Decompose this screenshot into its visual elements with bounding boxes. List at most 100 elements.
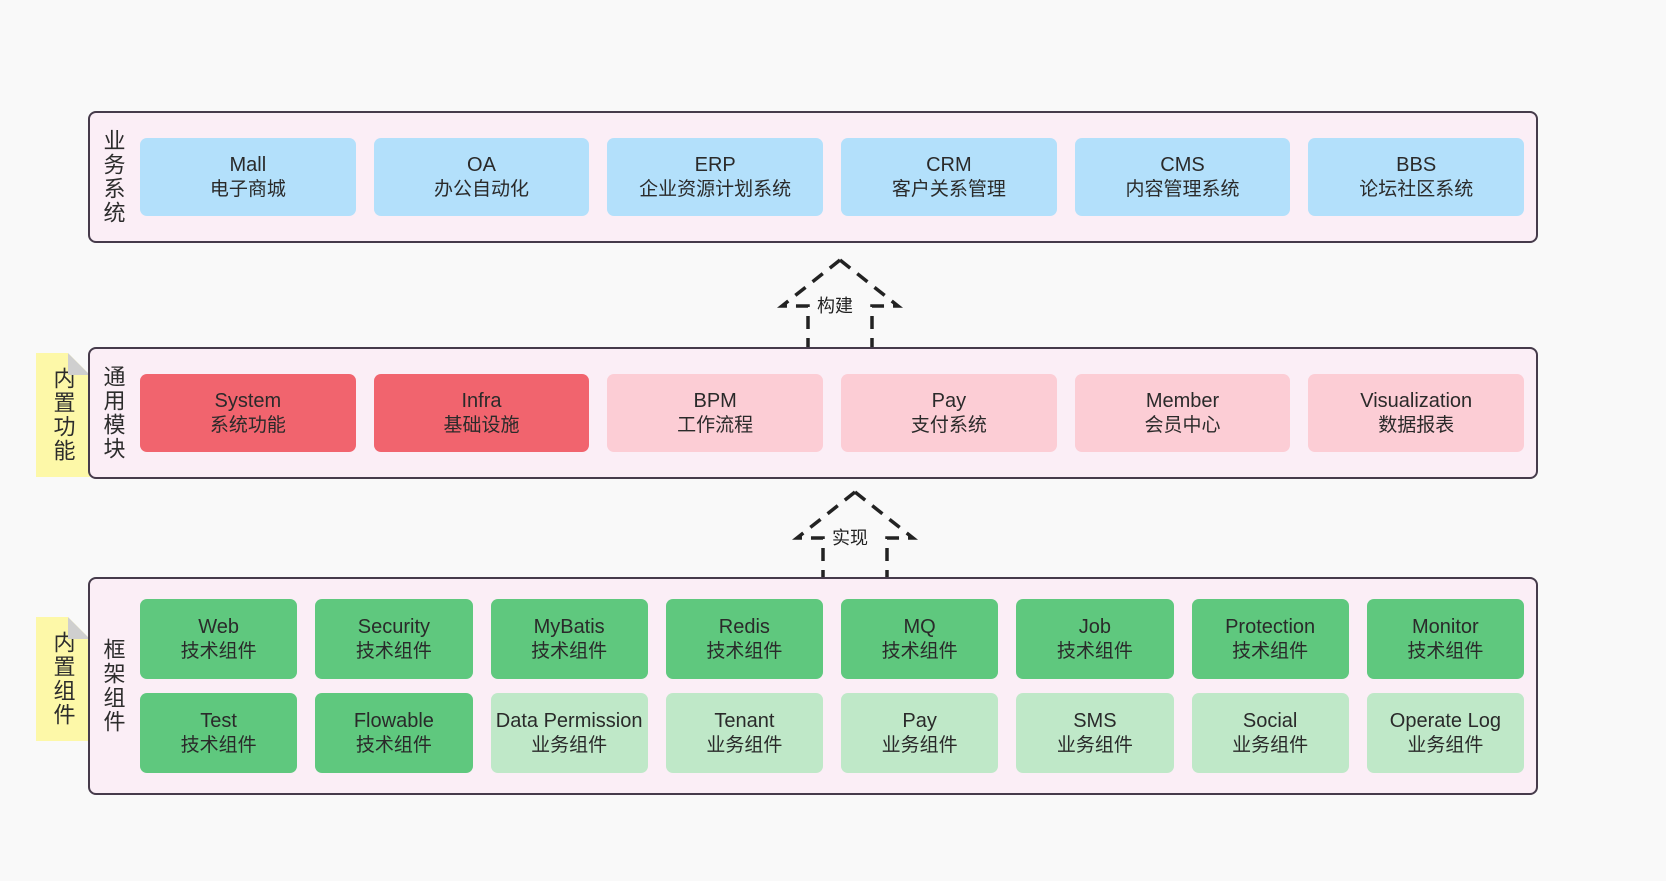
node-title: Flowable — [353, 710, 434, 733]
node-member[interactable]: Member 会员中心 — [1074, 374, 1291, 452]
node-title: CRM — [926, 154, 972, 177]
connector-implement: 实现 — [765, 488, 945, 580]
node-job[interactable]: Job 技术组件 — [1016, 599, 1174, 679]
node-subtitle: 客户关系管理 — [891, 178, 1006, 200]
node-infra[interactable]: Infra 基础设施 — [373, 374, 590, 452]
layer-body-business: Mall 电子商城 OA 办公自动化 ERP 企业资源计划系统 CRM 客户关系… — [136, 113, 1536, 241]
connector-build: 构建 — [750, 256, 930, 348]
node-title: System — [214, 390, 282, 413]
node-crm[interactable]: CRM 客户关系管理 — [841, 138, 1057, 216]
node-data-permission[interactable]: Data Permission 业务组件 — [490, 693, 648, 773]
node-subtitle: 业务组件 — [881, 734, 958, 756]
node-title: BBS — [1396, 154, 1437, 177]
node-subtitle: 办公自动化 — [434, 178, 530, 200]
note-fold-icon — [68, 617, 90, 639]
node-web[interactable]: Web 技术组件 — [140, 599, 298, 679]
node-title: Redis — [718, 616, 770, 639]
node-subtitle: 业务组件 — [1056, 734, 1133, 756]
layer-label-framework: 框架组件 — [100, 638, 126, 734]
node-subtitle: 技术组件 — [881, 640, 958, 662]
node-redis[interactable]: Redis 技术组件 — [665, 599, 823, 679]
connector-label-implement: 实现 — [830, 524, 870, 550]
node-title: SMS — [1073, 710, 1117, 733]
node-flowable[interactable]: Flowable 技术组件 — [315, 693, 473, 773]
node-tenant[interactable]: Tenant 业务组件 — [665, 693, 823, 773]
node-protection[interactable]: Protection 技术组件 — [1191, 599, 1349, 679]
node-mq[interactable]: MQ 技术组件 — [841, 599, 999, 679]
node-title: Test — [200, 710, 237, 733]
connector-label-build: 构建 — [815, 292, 855, 318]
node-sms[interactable]: SMS 业务组件 — [1016, 693, 1174, 773]
node-title: Pay — [902, 710, 937, 733]
node-title: Operate Log — [1389, 710, 1501, 733]
node-subtitle: 支付系统 — [910, 414, 987, 436]
node-subtitle: 基础设施 — [443, 414, 520, 436]
node-title: Protection — [1225, 616, 1316, 639]
layer-label-common: 通用模块 — [100, 365, 126, 461]
node-subtitle: 技术组件 — [180, 640, 257, 662]
layer-body-framework: Web 技术组件 Security 技术组件 MyBatis 技术组件 Redi… — [136, 579, 1536, 793]
note-label: 内置组件 — [50, 631, 76, 727]
node-title: MQ — [903, 616, 936, 639]
node-pay[interactable]: Pay 支付系统 — [841, 374, 1057, 452]
layer-framework-components: 框架组件 Web 技术组件 Security 技术组件 MyBatis 技术组件… — [88, 577, 1538, 795]
node-subtitle: 企业资源计划系统 — [639, 178, 792, 200]
node-title: CMS — [1160, 154, 1205, 177]
node-title: Mall — [229, 154, 267, 177]
node-visualization[interactable]: Visualization 数据报表 — [1308, 374, 1525, 452]
node-monitor[interactable]: Monitor 技术组件 — [1366, 599, 1524, 679]
layer-row: Web 技术组件 Security 技术组件 MyBatis 技术组件 Redi… — [140, 599, 1524, 679]
node-subtitle: 内容管理系统 — [1125, 178, 1240, 200]
node-security[interactable]: Security 技术组件 — [315, 599, 473, 679]
node-erp[interactable]: ERP 企业资源计划系统 — [607, 138, 824, 216]
node-system[interactable]: System 系统功能 — [140, 374, 356, 452]
layer-row: Test 技术组件 Flowable 技术组件 Data Permission … — [140, 693, 1524, 773]
node-title: Data Permission — [495, 710, 643, 733]
node-oa[interactable]: OA 办公自动化 — [373, 138, 590, 216]
node-cms[interactable]: CMS 内容管理系统 — [1074, 138, 1291, 216]
node-title: Job — [1078, 616, 1111, 639]
layer-body-common: System 系统功能 Infra 基础设施 BPM 工作流程 Pay 支付系统… — [136, 349, 1536, 477]
node-title: Social — [1242, 710, 1298, 733]
node-title: Member — [1145, 390, 1220, 413]
layer-label-business: 业务系统 — [100, 129, 126, 225]
node-title: Tenant — [714, 710, 775, 733]
node-subtitle: 电子商城 — [209, 178, 286, 200]
node-title: Web — [198, 616, 239, 639]
node-title: BPM — [693, 390, 737, 413]
node-subtitle: 业务组件 — [1232, 734, 1309, 756]
node-title: Monitor — [1412, 616, 1479, 639]
node-social[interactable]: Social 业务组件 — [1191, 693, 1349, 773]
node-test[interactable]: Test 技术组件 — [140, 693, 298, 773]
node-mall[interactable]: Mall 电子商城 — [140, 138, 356, 216]
node-bbs[interactable]: BBS 论坛社区系统 — [1308, 138, 1525, 216]
node-subtitle: 技术组件 — [1232, 640, 1309, 662]
node-subtitle: 技术组件 — [1056, 640, 1133, 662]
layer-row: System 系统功能 Infra 基础设施 BPM 工作流程 Pay 支付系统… — [140, 374, 1525, 452]
node-title: Pay — [931, 390, 967, 413]
node-title: MyBatis — [533, 616, 605, 639]
node-title: Infra — [461, 390, 502, 413]
node-pay-component[interactable]: Pay 业务组件 — [841, 693, 999, 773]
layer-business-systems: 业务系统 Mall 电子商城 OA 办公自动化 ERP 企业资源计划系统 CRM… — [88, 111, 1538, 243]
note-builtin-functions: 内置功能 — [36, 353, 90, 477]
layer-row: Mall 电子商城 OA 办公自动化 ERP 企业资源计划系统 CRM 客户关系… — [140, 138, 1525, 216]
node-subtitle: 技术组件 — [180, 734, 257, 756]
node-title: Security — [357, 616, 430, 639]
node-subtitle: 论坛社区系统 — [1359, 178, 1474, 200]
note-fold-icon — [68, 353, 90, 375]
node-title: ERP — [694, 154, 736, 177]
node-subtitle: 系统功能 — [209, 414, 286, 436]
node-bpm[interactable]: BPM 工作流程 — [607, 374, 824, 452]
layer-common-modules: 通用模块 System 系统功能 Infra 基础设施 BPM 工作流程 Pay… — [88, 347, 1538, 479]
node-subtitle: 技术组件 — [355, 734, 432, 756]
node-subtitle: 业务组件 — [706, 734, 783, 756]
node-subtitle: 技术组件 — [706, 640, 783, 662]
node-mybatis[interactable]: MyBatis 技术组件 — [490, 599, 648, 679]
node-operate-log[interactable]: Operate Log 业务组件 — [1366, 693, 1524, 773]
node-subtitle: 工作流程 — [677, 414, 754, 436]
node-subtitle: 技术组件 — [1407, 640, 1484, 662]
node-subtitle: 技术组件 — [531, 640, 608, 662]
node-subtitle: 业务组件 — [1407, 734, 1484, 756]
